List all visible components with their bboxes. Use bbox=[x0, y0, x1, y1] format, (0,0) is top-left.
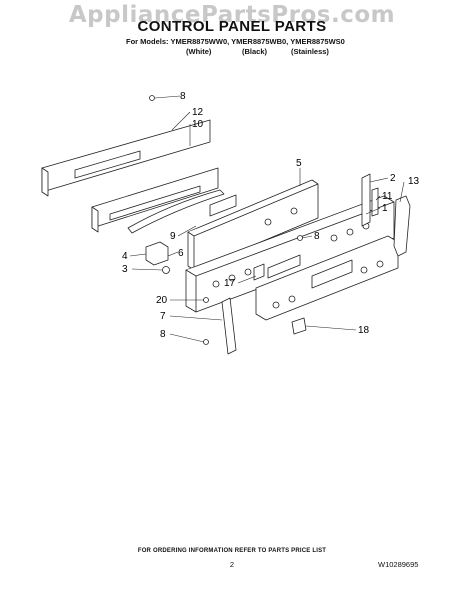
part-20-screw bbox=[203, 297, 209, 303]
callout-11: 11 bbox=[382, 191, 393, 202]
part-8-screw bbox=[203, 339, 209, 345]
part-11-clip bbox=[371, 187, 379, 217]
callout-8: 8 bbox=[160, 329, 166, 340]
page-title: CONTROL PANEL PARTS bbox=[137, 18, 327, 35]
page-number: 2 bbox=[229, 560, 235, 569]
part-9-trim bbox=[127, 189, 225, 234]
front-glass-panel bbox=[255, 235, 399, 321]
part-13-end-bracket bbox=[393, 195, 411, 257]
callout-8: 8 bbox=[314, 231, 320, 242]
callout-13: 13 bbox=[408, 176, 420, 187]
callout-7: 7 bbox=[160, 311, 166, 322]
part-2-sensor bbox=[361, 173, 371, 227]
callout-17: 17 bbox=[224, 278, 236, 289]
callout-18: 18 bbox=[358, 325, 370, 336]
part-8-screw bbox=[149, 95, 155, 101]
part-8-screw bbox=[297, 235, 303, 241]
part-12-panel bbox=[41, 119, 211, 197]
callout-1: 1 bbox=[382, 203, 388, 214]
callout-3: 3 bbox=[122, 264, 128, 275]
ordering-note: FOR ORDERING INFORMATION REFER TO PARTS … bbox=[137, 548, 327, 554]
part-5-bracket bbox=[187, 179, 319, 271]
watermark-text: AppliancePartsPros.com bbox=[68, 2, 396, 28]
callout-12: 12 bbox=[192, 107, 204, 118]
part-17-connector bbox=[253, 263, 265, 281]
callout-10: 10 bbox=[192, 119, 204, 130]
callout-6: 6 bbox=[178, 248, 184, 259]
callout-4: 4 bbox=[122, 251, 128, 262]
model-list: For Models: YMER8875WW0, YMER8875WB0, YM… bbox=[126, 37, 345, 46]
finish-black: (Black) bbox=[242, 47, 268, 56]
callout-2: 2 bbox=[390, 173, 396, 184]
part-7-side-bracket bbox=[221, 297, 237, 355]
finish-stainless: (Stainless) bbox=[291, 47, 329, 56]
callout-20: 20 bbox=[156, 295, 168, 306]
part-18-knob bbox=[291, 317, 307, 335]
callout-5: 5 bbox=[296, 158, 302, 169]
part-3-nut bbox=[162, 266, 170, 274]
callout-8: 8 bbox=[180, 91, 186, 102]
part-10-panel bbox=[91, 167, 219, 233]
finish-white: (White) bbox=[186, 47, 212, 56]
callout-9: 9 bbox=[170, 231, 176, 242]
part-4-block bbox=[145, 241, 169, 266]
leader-lines bbox=[129, 95, 405, 343]
document-number: W10289695 bbox=[378, 560, 419, 569]
